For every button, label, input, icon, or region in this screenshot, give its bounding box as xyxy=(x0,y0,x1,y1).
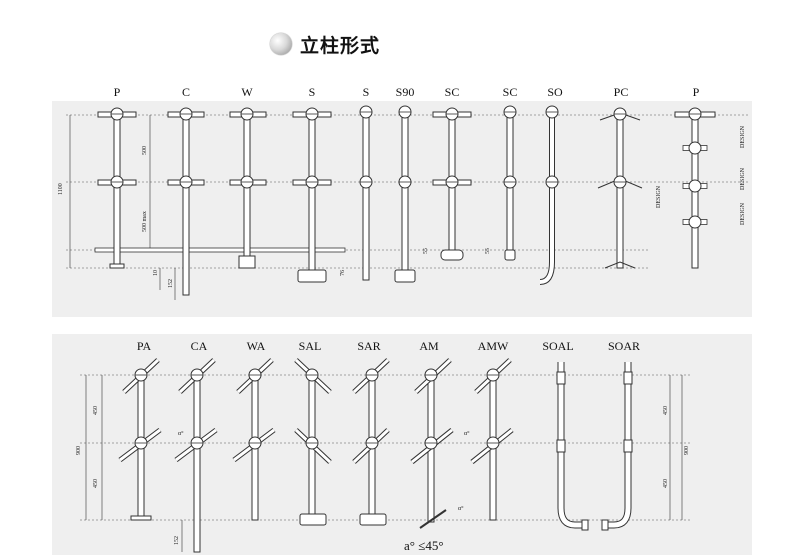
post-label: SAR xyxy=(357,339,381,353)
post-label: W xyxy=(241,85,253,99)
post-label: S xyxy=(308,85,316,99)
dimension-text: 900 xyxy=(76,446,82,455)
dimension-text: 900 xyxy=(684,446,690,455)
angle-note: a° ≤45° xyxy=(404,538,444,553)
dimension-text: 1100 xyxy=(58,183,64,195)
post-label: SC xyxy=(444,85,460,99)
dimension-text: 76 xyxy=(340,270,346,276)
grey-sphere-bullet-icon xyxy=(270,33,292,55)
post-label: S90 xyxy=(395,85,415,99)
bottom-diagram-panel xyxy=(52,334,752,555)
post-label: SO xyxy=(547,85,563,99)
post-label: S xyxy=(362,85,370,99)
page-title: 立柱形式 xyxy=(270,28,380,60)
post-label: P xyxy=(692,85,700,99)
dimension-text: 55 xyxy=(423,248,429,254)
post-label: SOAL xyxy=(542,339,574,353)
angle-symbol: α° xyxy=(178,430,184,437)
post-label: AMW xyxy=(477,339,509,353)
post-label: SAL xyxy=(298,339,322,353)
post-label: SOAR xyxy=(607,339,641,353)
post-label: C xyxy=(181,85,191,99)
dimension-text: 152 xyxy=(174,536,180,545)
dimension-text: DESIGN xyxy=(740,202,746,225)
dimension-text: 450 xyxy=(93,479,99,488)
dimension-text: 450 xyxy=(93,406,99,415)
dimension-text: 450 xyxy=(663,406,669,415)
dimension-text: DESIGN xyxy=(740,167,746,190)
dimension-text: 450 xyxy=(663,479,669,488)
dimension-text: 152 xyxy=(168,279,174,288)
dimension-text: 500 xyxy=(142,146,148,155)
dimension-text: DESIGN xyxy=(656,185,662,208)
title-text: 立柱形式 xyxy=(300,34,381,57)
dimension-text: 10 xyxy=(153,270,159,276)
post-label: P xyxy=(113,85,121,99)
post-label: PA xyxy=(136,339,152,353)
post-label: AM xyxy=(419,339,439,353)
dimension-text: DESIGN xyxy=(740,125,746,148)
post-label: WA xyxy=(246,339,266,353)
base-rail xyxy=(94,247,346,253)
post-label: PC xyxy=(613,85,629,99)
post-label: CA xyxy=(190,339,208,353)
angle-symbol: α° xyxy=(458,505,464,512)
dimension-text: 55 xyxy=(485,248,491,254)
post-label: SC xyxy=(502,85,518,99)
dimension-text: 500 max xyxy=(142,211,148,232)
angle-symbol: α° xyxy=(464,430,470,437)
